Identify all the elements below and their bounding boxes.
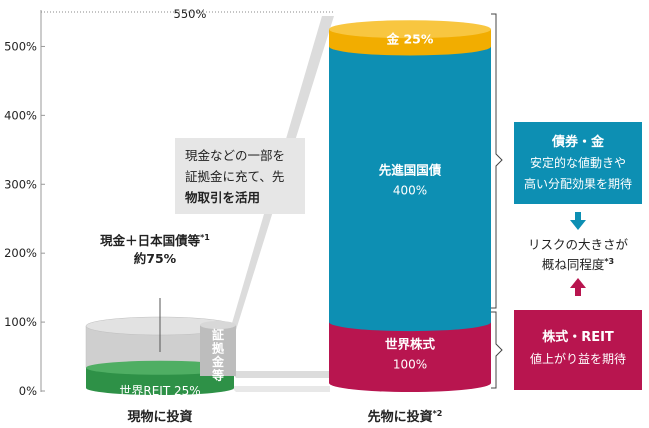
callout-box — [175, 138, 305, 214]
callout-line-3: 物取引を活用 — [185, 190, 260, 205]
brace-equity — [491, 311, 503, 389]
side-box-bonds-gold-title: 債券・金 — [551, 134, 605, 150]
y-tick-label: 0% — [19, 384, 37, 398]
futures-cylinder-top — [329, 20, 491, 39]
side-box-equity — [514, 310, 642, 390]
side-box-bonds-gold-line2: 高い分配効果を期待 — [524, 176, 632, 191]
reference-line-label: 550% — [174, 7, 207, 21]
collateral-label: 証拠金等 — [211, 327, 225, 383]
arrow-down-icon — [570, 212, 586, 230]
spot-cylinder: 世界REIT 25% 証拠金等 — [85, 298, 236, 398]
side-middle-line1: リスクの大きさが — [528, 237, 629, 252]
brace-bonds-gold — [491, 13, 503, 309]
spot-reit-segment-top — [86, 360, 234, 375]
arrow-up-icon — [570, 278, 586, 296]
futures-bonds-value: 400% — [393, 183, 427, 197]
y-ticks: 0% 100% 200% 300% 400% 500% — [4, 39, 45, 398]
y-tick-label: 400% — [4, 108, 37, 122]
y-tick-label: 500% — [4, 39, 37, 53]
futures-cylinder: 金 25% 先進国国債 400% 世界株式 100% — [329, 20, 491, 392]
collateral-cylinder — [200, 325, 236, 376]
side-box-bonds-gold — [514, 122, 642, 204]
futures-segment-1 — [329, 46, 491, 332]
callout-line-2: 証拠金に充て、先 — [185, 169, 284, 184]
side-middle-line2: 概ね同程度*3 — [542, 257, 614, 272]
callout-line-1: 現金などの一部を — [185, 148, 285, 163]
y-tick-label: 200% — [4, 246, 37, 260]
futures-segment-0 — [329, 322, 491, 392]
spot-reit-segment — [86, 367, 234, 395]
category-label-spot: 現物に投資 — [127, 409, 192, 425]
side-box-equity-line1: 値上がり益を期待 — [530, 351, 626, 366]
futures-equity-label: 世界株式 — [385, 337, 436, 352]
category-label-futures: 先物に投資*2 — [368, 409, 443, 425]
spot-reit-label: 世界REIT 25% — [119, 384, 200, 398]
y-tick-label: 300% — [4, 177, 37, 191]
side-box-equity-title: 株式・REIT — [542, 329, 614, 345]
collateral-cylinder-top — [200, 321, 236, 329]
spot-annotation-line2: 約75% — [134, 251, 177, 266]
connector-base-band — [230, 386, 330, 392]
futures-equity-value: 100% — [393, 358, 427, 372]
futures-bonds-label: 先進国国債 — [379, 162, 442, 177]
spot-annotation-line1: 現金＋日本国債等*1 — [100, 233, 210, 248]
y-tick-label: 100% — [4, 315, 37, 329]
futures-gold-label: 金 25% — [386, 31, 434, 46]
side-box-bonds-gold-line1: 安定的な値動きや — [530, 155, 626, 170]
connector-bottom-band — [230, 371, 330, 378]
